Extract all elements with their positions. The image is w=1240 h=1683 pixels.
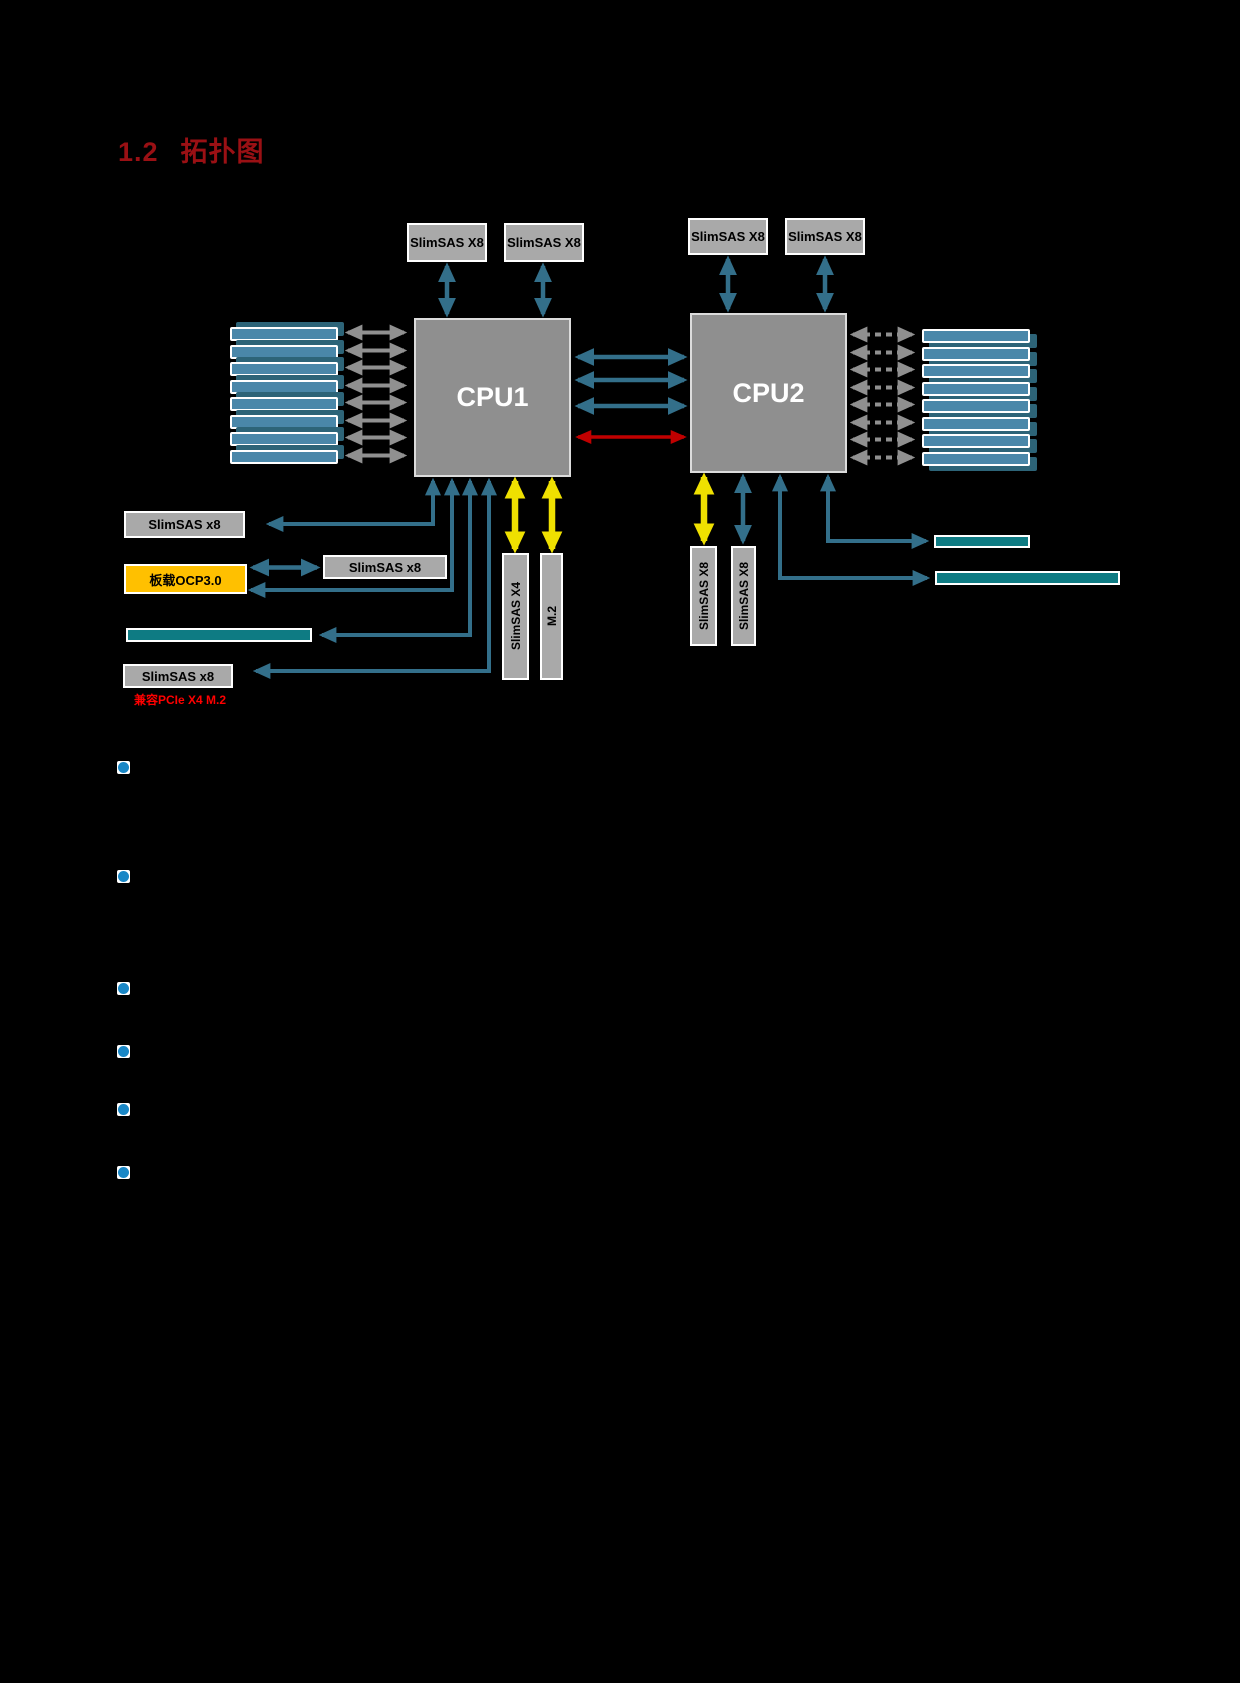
dimm-slot [922,329,1030,343]
connector-label: SlimSAS x8 [348,559,422,575]
connector-label: SlimSAS X8 [788,229,862,244]
section-title: 拓扑图 [180,137,265,167]
connector-label: SlimSAS x8 [148,517,221,532]
dimm-slot [230,380,338,394]
list-bullet-icon [117,982,130,995]
connector-label: SlimSAS X8 [696,561,711,631]
cpu-interconnect-links [574,348,688,415]
dimm-slot [230,450,338,464]
dimm-slot [922,347,1030,361]
list-bullet-icon [117,761,130,774]
connector-label: SlimSAS X8 [691,229,765,244]
cpu2-block: CPU2 [690,313,847,473]
connector-label: SlimSAS X8 [736,561,751,631]
connector-label: SlimSAS x8 [141,668,215,684]
slimsas-connector-top-1: SlimSAS X8 [407,223,487,262]
dimm-slot [230,345,338,359]
dimm-slot [230,362,338,376]
connector-label: M.2 [544,606,559,627]
storage-links [504,472,715,554]
onboard-ocp3-box: 板载OCP3.0 [124,564,247,594]
dimm-slot [922,417,1030,431]
cpu2-breakout-links [772,473,931,586]
teal-slot-bar-right-1 [934,535,1030,548]
dimm-slot [230,327,338,341]
dimm-slot [230,432,338,446]
cpu2-slimsas-x8-vertical-1: SlimSAS X8 [690,546,717,646]
cpu2-label: CPU2 [732,377,805,408]
list-bullet-icon [117,1103,130,1116]
cpu1-breakout-links [247,477,497,679]
connector-label: SlimSAS X8 [507,235,581,250]
elbow-arrow-slimsas-upper [265,477,441,532]
topology-arrows-layer [247,255,931,679]
right-memory-arrows [849,326,916,466]
slimsas-connector-top-3: SlimSAS X8 [688,218,768,255]
slimsas-x8-middle-box: SlimSAS x8 [323,555,447,579]
section-heading: 1.2 拓扑图 [118,130,265,169]
slimsas-x8-upper-box: SlimSAS x8 [124,511,245,538]
cpu1-label: CPU1 [456,382,529,412]
dimm-slot [922,434,1030,448]
elbow-arrow-teal-bar-right-1 [820,473,930,549]
list-bullet-icon [117,1166,130,1179]
connector-label: SlimSAS X8 [410,235,484,250]
dimm-slot [230,415,338,429]
cpu1-block: CPU1 [414,318,571,477]
elbow-arrow-teal-bar-right-2 [772,473,931,586]
section-number: 1.2 [118,137,159,167]
list-bullet-icon [117,1045,130,1058]
dimm-slot [922,399,1030,413]
dimm-slot [230,397,338,411]
teal-slot-bar-left [126,628,312,642]
slimsas-connector-top-2: SlimSAS X8 [504,223,584,262]
m2-vertical-box: M.2 [540,553,563,680]
list-bullet-icon [117,870,130,883]
ocp-label: 板载OCP3.0 [149,572,222,588]
slimsas-x4-vertical-box: SlimSAS X4 [502,553,529,680]
left-memory-arrows [344,324,408,464]
top-connector-links [438,255,834,318]
slimsas-x8-lower-box: SlimSAS x8 [123,664,233,688]
pcie-m2-note: 兼容PCIe X4 M.2 [134,693,227,707]
teal-slot-bar-right-2 [935,571,1120,585]
cpu2-slimsas-x8-vertical-2: SlimSAS X8 [731,546,756,646]
slimsas-connector-top-4: SlimSAS X8 [785,218,865,255]
dimm-slot [922,382,1030,396]
connector-label: SlimSAS X4 [508,582,523,651]
elbow-arrow-slimsas-lower [252,477,497,679]
dimm-slot [922,452,1030,466]
dimm-slot [922,364,1030,378]
